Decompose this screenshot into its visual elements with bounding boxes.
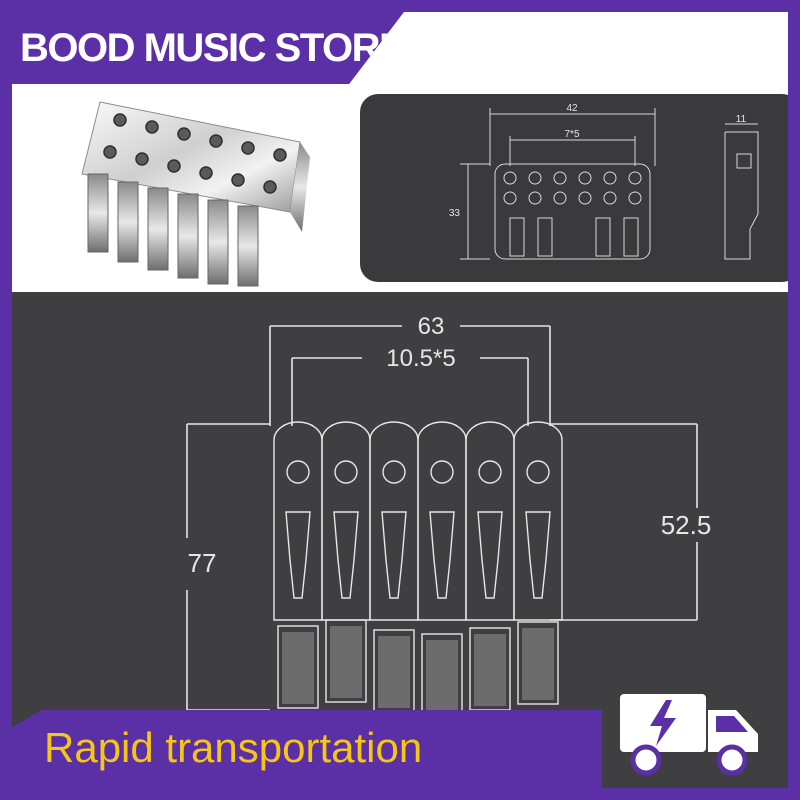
small-spacing-label: 7*5: [564, 129, 579, 140]
store-name: BOOD MUSIC STORE: [20, 26, 405, 70]
knurled-knobs: [282, 626, 554, 710]
saddle-fingers: [87, 173, 259, 287]
product-image: 42 7*5 33 11: [12, 12, 788, 788]
footer-banner: Rapid transportation: [12, 710, 602, 788]
small-height-label: 33: [449, 208, 461, 219]
large-saddle-height-label: 52.5: [661, 510, 712, 540]
bridge-screw-holes: [103, 113, 287, 194]
truck-lightning-icon: [620, 694, 758, 776]
large-width-label: 63: [418, 313, 445, 340]
small-drawing-card: 42 7*5 33 11: [360, 94, 788, 282]
large-total-height-label: 77: [188, 548, 217, 578]
small-width-label: 42: [566, 103, 578, 114]
dimension-lines: [186, 325, 698, 710]
saddle-outlines: [273, 421, 563, 710]
bridge-photo: [81, 101, 310, 287]
large-spacing-label: 10.5*5: [386, 345, 455, 372]
small-side-label: 11: [736, 114, 747, 125]
large-drawing: 63 10.5*5 77 52.5: [186, 313, 712, 710]
header-banner: BOOD MUSIC STORE: [12, 12, 404, 84]
shipping-tagline: Rapid transportation: [44, 724, 423, 771]
